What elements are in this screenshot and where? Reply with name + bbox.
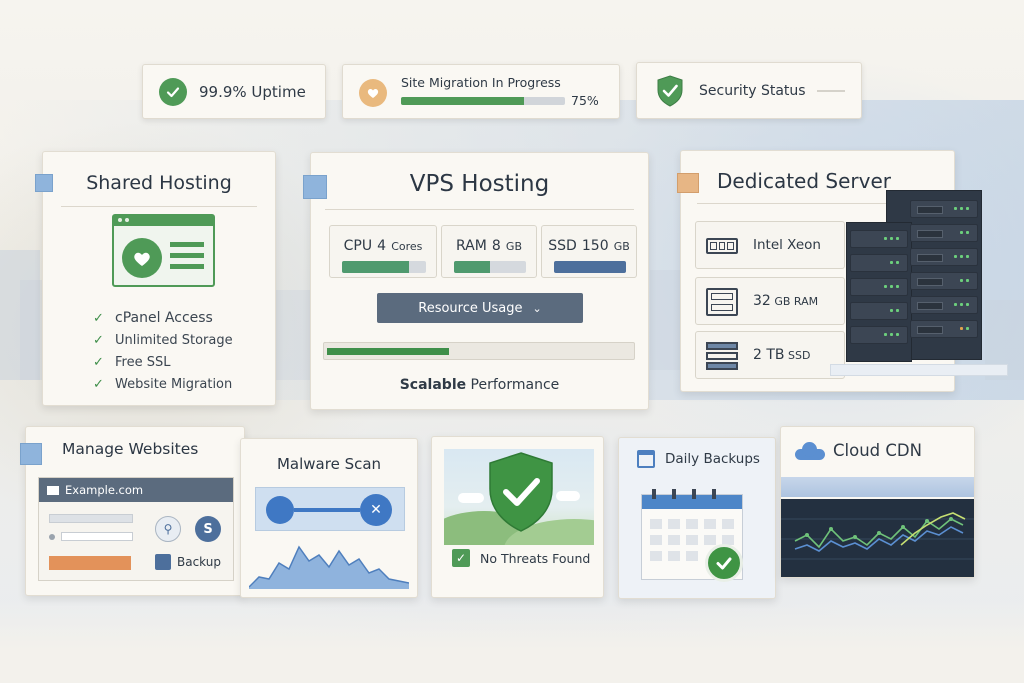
shield-check-icon — [486, 451, 556, 533]
list-item: ✓Website Migration — [93, 376, 233, 392]
check-icon: ✓ — [93, 376, 104, 392]
dedicated-server-title: Dedicated Server — [717, 169, 891, 193]
scan-progress-bar: ✕ — [255, 487, 405, 531]
action-button[interactable] — [49, 556, 131, 570]
title-divider — [697, 203, 938, 204]
security-divider — [817, 90, 845, 92]
migration-progress-bar: 75% — [401, 93, 607, 108]
no-threats-card[interactable]: ✓ No Threats Found — [431, 436, 604, 598]
cdn-header: Cloud CDN — [795, 441, 922, 460]
storage-icon — [706, 342, 738, 370]
calendar-icon — [637, 450, 655, 468]
virus-icon: ✕ — [360, 494, 392, 526]
cpu-spec-row: Intel Xeon — [695, 221, 845, 269]
cloud-cdn-card[interactable]: Cloud CDN — [780, 426, 975, 578]
domain-bar[interactable]: Example.com — [39, 478, 233, 502]
shared-hosting-title: Shared Hosting — [86, 172, 232, 194]
usage-bar — [323, 342, 635, 360]
malware-scan-card[interactable]: Malware Scan ✕ — [240, 438, 418, 598]
plugin-icon[interactable]: ⚲ — [155, 516, 181, 542]
ram-spec-box: RAM 8 GB — [441, 225, 537, 278]
shared-hosting-card[interactable]: Shared Hosting ✓cPanel Access ✓Unlimited… — [35, 151, 276, 406]
website-panel: Example.com ⚲ S Backup — [38, 477, 234, 581]
list-item: ✓Free SSL — [93, 354, 171, 370]
cdn-traffic-chart — [781, 499, 974, 577]
cdn-accent-strip — [781, 477, 974, 497]
uptime-label: 99.9% Uptime — [199, 82, 306, 101]
heart-icon — [359, 79, 387, 107]
website-heart-icon — [112, 214, 215, 287]
shield-check-icon — [655, 74, 685, 108]
backup-complete-icon — [705, 544, 743, 582]
daily-backups-header: Daily Backups — [637, 450, 760, 468]
server-rack-icon — [846, 190, 982, 365]
card-marker — [35, 174, 53, 192]
security-label: Security Status — [699, 82, 806, 99]
title-divider — [61, 206, 257, 207]
uptime-pill[interactable]: 99.9% Uptime — [142, 64, 326, 119]
traffic-line-chart — [781, 512, 974, 560]
resource-usage-button[interactable]: Resource Usage ⌄ — [377, 293, 583, 323]
settings-icon[interactable]: S — [195, 516, 221, 542]
vps-footer: Scalable Performance — [399, 377, 560, 393]
manage-websites-card[interactable]: Manage Websites Example.com ⚲ S Backup — [20, 426, 245, 596]
scan-activity-graph — [249, 545, 409, 589]
vps-hosting-title: VPS Hosting — [409, 171, 550, 197]
title-divider — [325, 209, 634, 210]
memory-icon — [706, 288, 738, 316]
card-marker — [677, 173, 699, 193]
ssd-spec-row: 2 TB SSD — [695, 331, 845, 379]
rack-shelf — [830, 364, 1008, 376]
ram-spec-row: 32 GB RAM — [695, 277, 845, 325]
migration-label: Site Migration In Progress — [401, 75, 561, 90]
check-circle-icon — [159, 77, 187, 106]
security-status-pill[interactable]: Security Status — [636, 62, 862, 119]
backup-shield-icon — [155, 554, 171, 570]
card-marker — [303, 175, 327, 199]
backup-option[interactable]: Backup — [155, 554, 221, 570]
card-marker — [20, 443, 42, 465]
check-icon: ✓ — [93, 332, 104, 348]
manage-websites-title: Manage Websites — [62, 440, 199, 458]
mail-icon — [47, 485, 59, 495]
feature-list: ✓cPanel Access ✓Unlimited Storage ✓Free … — [93, 307, 233, 395]
ssd-spec-box: SSD 150 GB — [541, 225, 637, 278]
cloud-icon — [795, 441, 825, 460]
check-icon: ✓ — [93, 354, 104, 370]
cpu-spec-box: CPU 4 Cores — [329, 225, 437, 278]
check-box-icon: ✓ — [452, 549, 470, 567]
list-item: ✓Unlimited Storage — [93, 332, 233, 348]
scan-start-icon — [266, 496, 294, 524]
daily-backups-card[interactable]: Daily Backups — [618, 437, 776, 599]
list-item: ✓cPanel Access — [93, 310, 213, 326]
no-threats-status: ✓ No Threats Found — [452, 549, 590, 567]
cpu-chip-icon — [706, 238, 738, 254]
vps-hosting-card[interactable]: VPS Hosting CPU 4 Cores RAM 8 GB SSD 150… — [303, 152, 649, 410]
malware-scan-title: Malware Scan — [276, 455, 382, 473]
chevron-down-icon: ⌄ — [532, 301, 542, 315]
migration-pill[interactable]: Site Migration In Progress 75% — [342, 64, 620, 119]
check-icon: ✓ — [93, 310, 104, 326]
migration-percent: 75% — [571, 93, 599, 108]
